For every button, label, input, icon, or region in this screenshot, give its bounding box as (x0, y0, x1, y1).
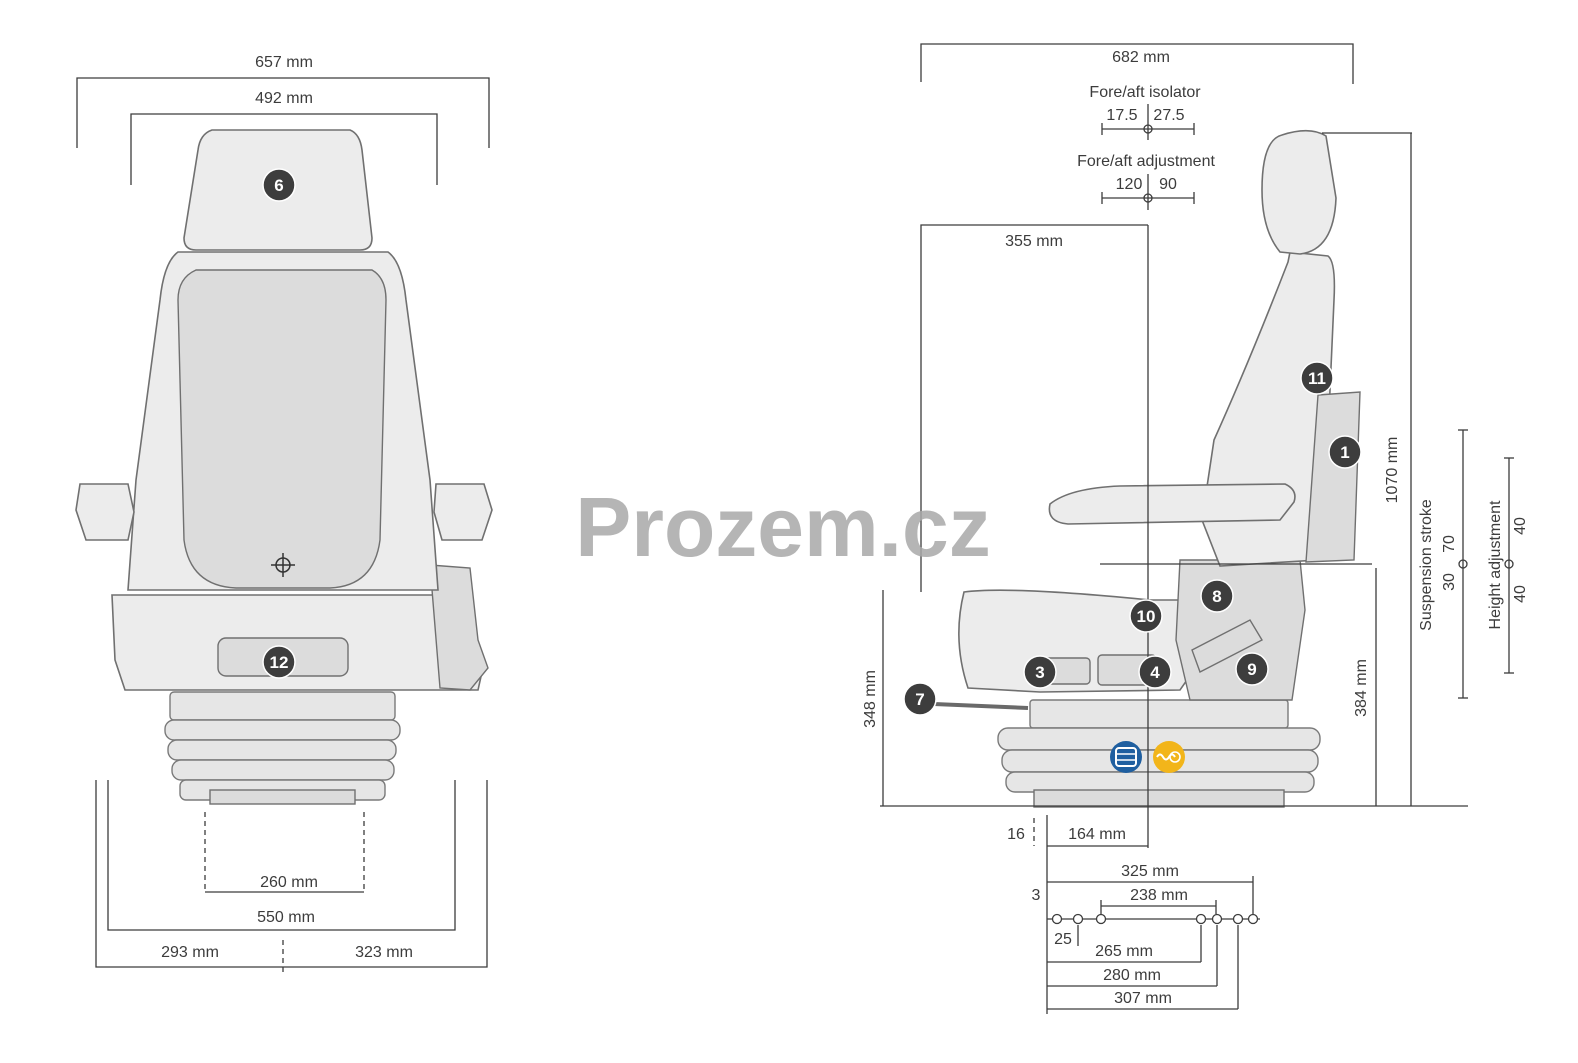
side-depth-total: 682 mm (1112, 49, 1170, 66)
pitch-a: 265 mm (1095, 943, 1153, 960)
fore-aft-isolator-label: Fore/aft isolator (1089, 84, 1201, 101)
svg-text:1: 1 (1340, 443, 1349, 462)
front-width-total: 657 mm (255, 54, 313, 71)
badge-4: 4 (1138, 655, 1172, 689)
height-adjustment-up: 40 (1512, 517, 1529, 535)
svg-text:11: 11 (1308, 369, 1326, 388)
air-suspension-icon (1110, 741, 1142, 773)
watermark: Prozem.cz (575, 480, 991, 574)
fore-aft-adjustment-front: 90 (1159, 176, 1177, 193)
side-armrest (1048, 483, 1296, 525)
side-view (933, 129, 1361, 808)
mount-depth: 325 mm (1121, 863, 1179, 880)
seat-height: 348 mm (862, 670, 879, 728)
front-base-width: 260 mm (260, 874, 318, 891)
height-adjustment-down: 40 (1512, 585, 1529, 603)
side-handle (1191, 619, 1263, 673)
height-adjustment-label: Height adjustment (1487, 500, 1504, 630)
svg-text:9: 9 (1247, 660, 1256, 679)
badge-1: 1 (1328, 435, 1362, 469)
svg-text:3: 3 (1035, 663, 1044, 682)
pitch-c: 307 mm (1114, 990, 1172, 1007)
svg-text:10: 10 (1137, 607, 1156, 626)
rear-offset: 16 (1007, 826, 1025, 843)
badge-6: 6 (262, 168, 296, 202)
base-height: 384 mm (1353, 659, 1370, 717)
front-suspension-bellows (164, 691, 401, 805)
front-armrest-right (433, 483, 493, 541)
badge-12: 12 (262, 645, 296, 679)
fore-aft-isolator-front: 27.5 (1153, 107, 1184, 124)
side-dimensions (880, 43, 1514, 1014)
front-backrest-panel (177, 269, 387, 589)
suspension-stroke-label: Suspension stroke (1418, 499, 1435, 631)
side-back-panel (1305, 391, 1361, 563)
side-small-2: 25 (1054, 931, 1072, 948)
mount-pitch-small: 238 mm (1130, 887, 1188, 904)
badge-3: 3 (1023, 655, 1057, 689)
side-lever-rod (933, 702, 1029, 710)
front-view (75, 129, 493, 805)
front-base-outer-width: 550 mm (257, 909, 315, 926)
front-right-offset: 323 mm (355, 944, 413, 961)
suspension-stroke-down: 30 (1441, 573, 1458, 591)
side-small-1: 3 (1032, 887, 1041, 904)
svg-text:8: 8 (1212, 587, 1221, 606)
fore-aft-adjustment-back: 120 (1116, 176, 1143, 193)
front-side-controls (429, 564, 489, 691)
fore-aft-isolator-back: 17.5 (1106, 107, 1137, 124)
mount-offset: 164 mm (1068, 826, 1126, 843)
sip-crosshair-icon (271, 553, 295, 577)
front-dimensions (76, 77, 490, 972)
front-width-back: 492 mm (255, 90, 313, 107)
side-headrest (1261, 129, 1337, 255)
svg-text:4: 4 (1150, 663, 1160, 682)
front-armrest-left (75, 483, 135, 541)
sip-distance: 355 mm (1005, 233, 1063, 250)
badge-9: 9 (1235, 652, 1269, 686)
badge-8: 8 (1200, 579, 1234, 613)
svg-text:7: 7 (915, 690, 924, 709)
badge-10: 10 (1129, 599, 1163, 633)
badge-11: 11 (1300, 361, 1334, 395)
fore-aft-adjustment-label: Fore/aft adjustment (1077, 153, 1215, 170)
suspension-stroke-up: 70 (1441, 535, 1458, 553)
svg-text:12: 12 (270, 653, 289, 672)
front-left-offset: 293 mm (161, 944, 219, 961)
svg-text:6: 6 (274, 176, 283, 195)
total-height: 1070 mm (1384, 437, 1401, 504)
heating-icon (1153, 741, 1185, 773)
pitch-b: 280 mm (1103, 967, 1161, 984)
badge-7: 7 (903, 682, 937, 716)
